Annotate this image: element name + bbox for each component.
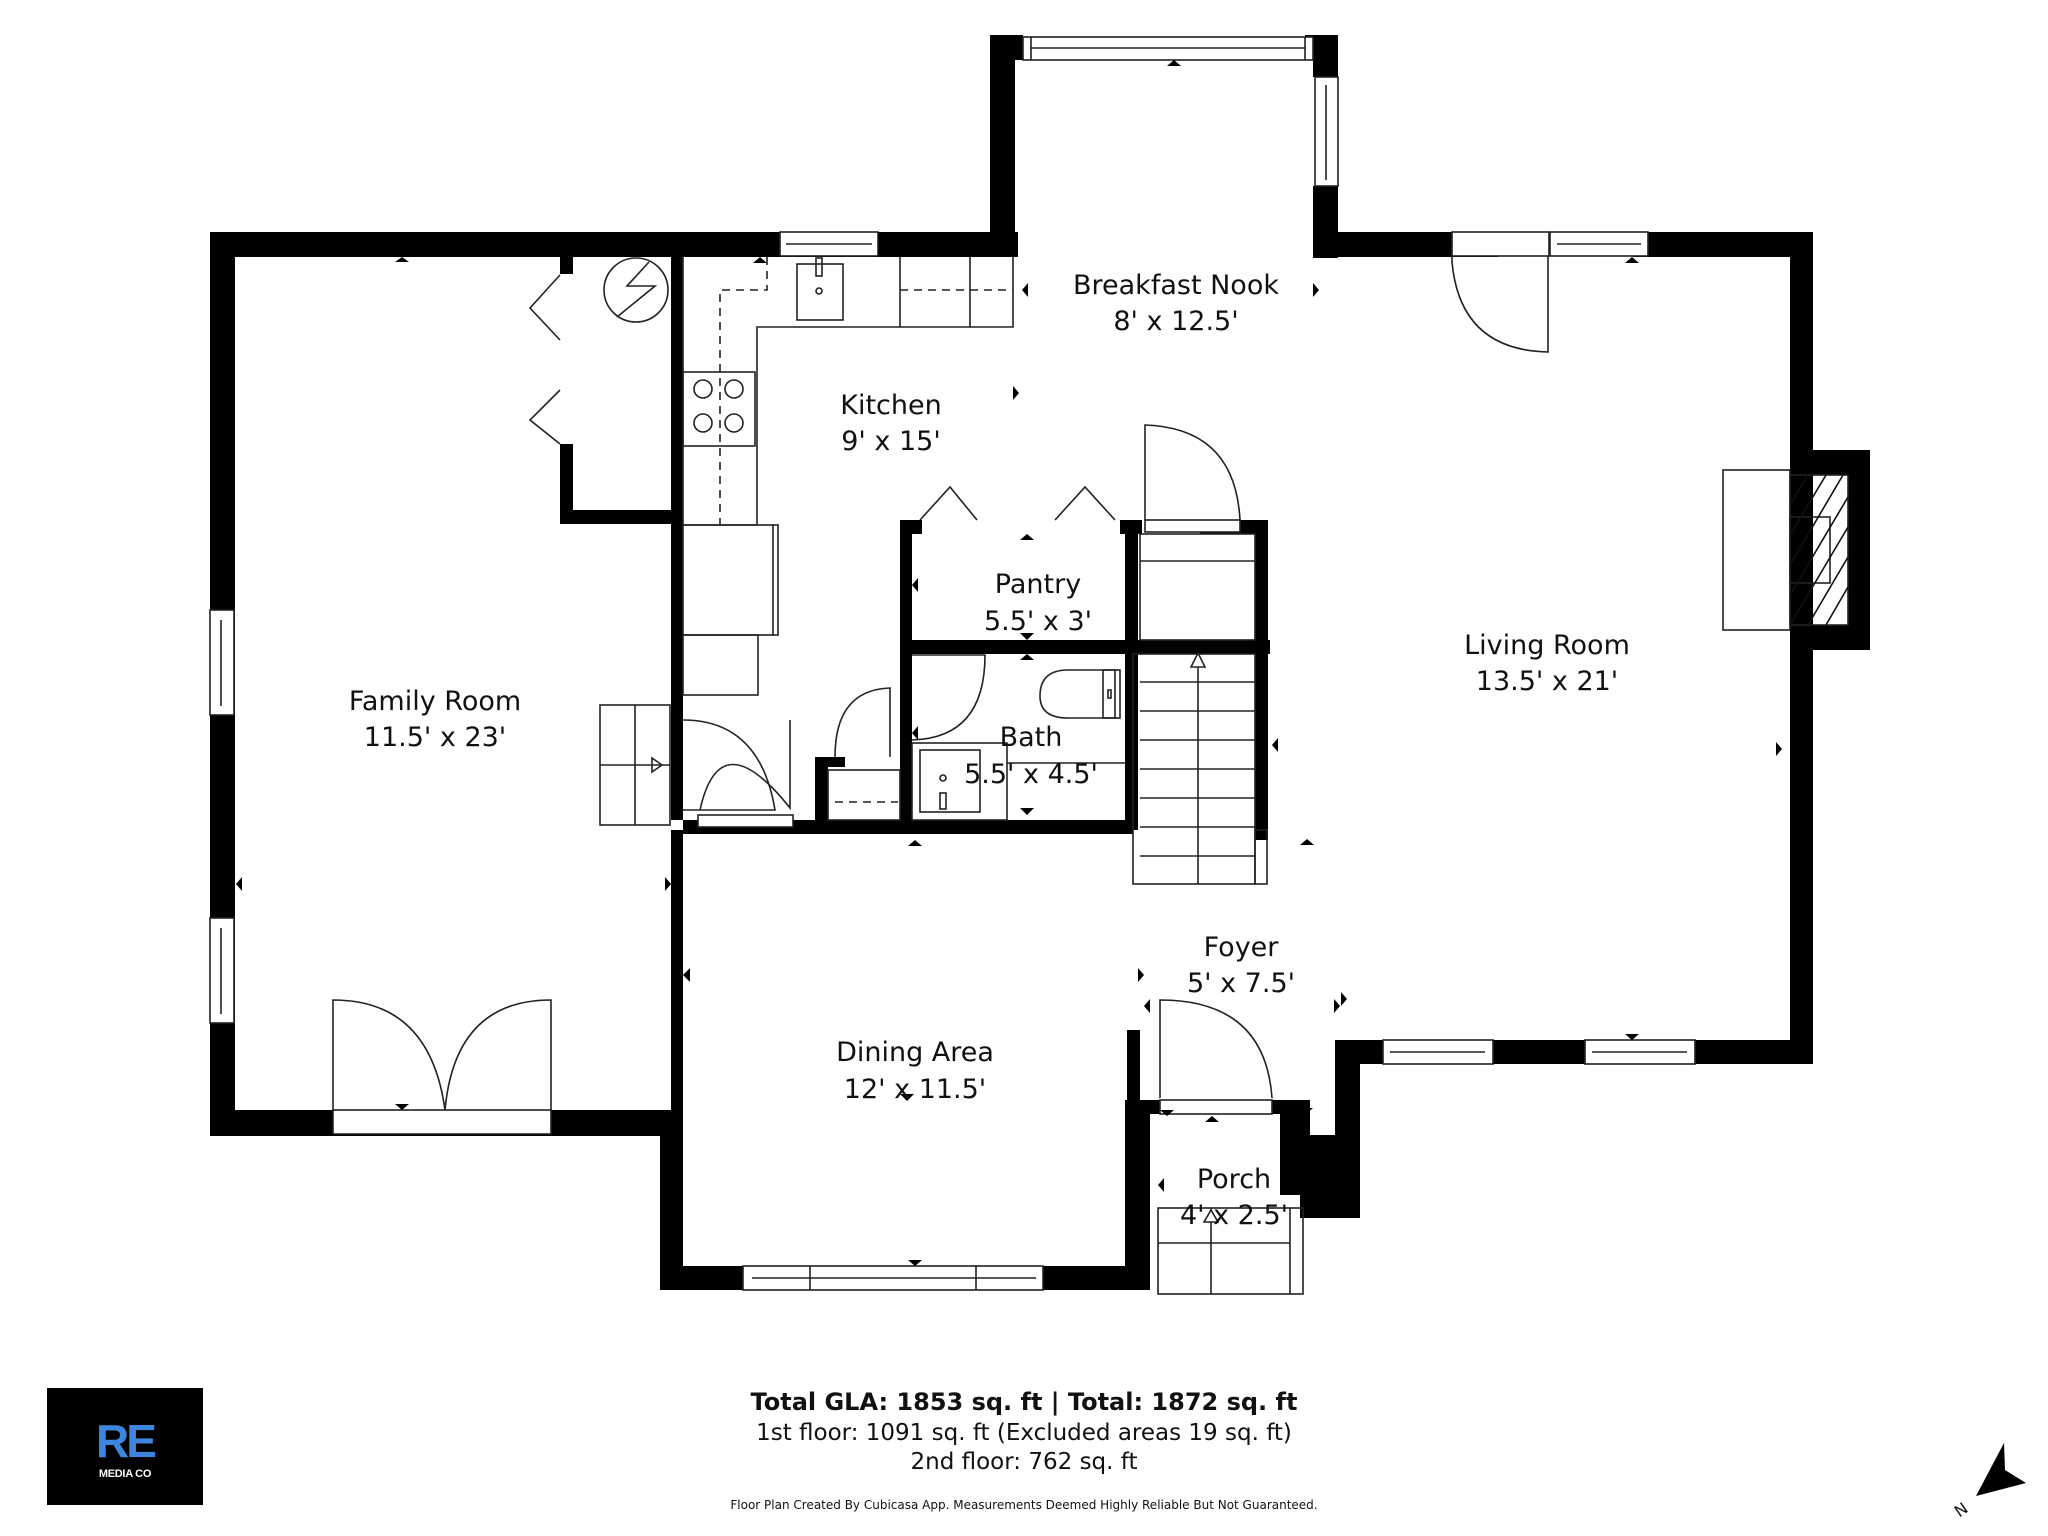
first-floor-area: 1st floor: 1091 sq. ft (Excluded areas 1… (756, 1420, 1292, 1446)
room-dimensions: 5.5' x 4.5' (964, 759, 1098, 790)
fireplace-icon (1722, 469, 1849, 631)
room-name: Living Room (1464, 630, 1630, 661)
second-floor-area: 2nd floor: 762 sq. ft (910, 1449, 1138, 1475)
bath-sink-icon (911, 742, 1125, 821)
room-label-pantry: Pantry 5.5' x 3' (984, 569, 1092, 637)
room-label-dining-area: Dining Area 12' x 11.5' (836, 1037, 994, 1105)
disclaimer: Floor Plan Created By Cubicasa App. Meas… (730, 1498, 1318, 1512)
measurement-markers (236, 60, 1782, 1266)
room-name: Porch (1197, 1164, 1271, 1195)
walls (210, 35, 1870, 1290)
room-dimensions: 5.5' x 3' (984, 606, 1092, 637)
room-label-porch: Porch 4' x 2.5' (1180, 1164, 1288, 1231)
stove-icon (682, 371, 756, 447)
room-dimensions: 8' x 12.5' (1113, 306, 1238, 337)
room-name: Dining Area (836, 1037, 994, 1068)
kitchen-sink-icon (796, 263, 844, 321)
logo-text: MEDIA CO (98, 1468, 152, 1480)
room-label-breakfast-nook: Breakfast Nook 8' x 12.5' (1073, 270, 1279, 337)
water-heater-icon (603, 257, 669, 323)
room-dimensions: 13.5' x 21' (1476, 666, 1618, 697)
windows (209, 36, 1696, 1291)
room-dimensions: 12' x 11.5' (844, 1074, 986, 1105)
room-name: Bath (1000, 722, 1063, 753)
room-dimensions: 4' x 2.5' (1180, 1200, 1288, 1231)
north-arrow-icon: N (1951, 1443, 2026, 1520)
room-name: Breakfast Nook (1073, 270, 1279, 301)
room-label-living-room: Living Room 13.5' x 21' (1464, 630, 1630, 697)
room-dimensions: 5' x 7.5' (1187, 968, 1295, 999)
compass-label: N (1951, 1499, 1972, 1520)
total-area: Total GLA: 1853 sq. ft | Total: 1872 sq.… (750, 1388, 1298, 1416)
room-name: Foyer (1204, 932, 1280, 963)
stairs-icon (1132, 533, 1268, 885)
logo-mark: RE (96, 1415, 157, 1467)
room-dimensions: 9' x 15' (841, 426, 941, 457)
fixtures (599, 257, 1849, 1295)
room-name: Pantry (995, 569, 1081, 600)
room-name: Family Room (349, 686, 521, 717)
room-name: Kitchen (840, 390, 941, 421)
room-label-bath: Bath 5.5' x 4.5' (964, 722, 1098, 790)
room-label-foyer: Foyer 5' x 7.5' (1187, 932, 1295, 999)
room-label-family-room: Family Room 11.5' x 23' (349, 686, 521, 753)
room-label-kitchen: Kitchen 9' x 15' (840, 390, 941, 457)
re-media-co-logo: RE MEDIA CO (47, 1388, 203, 1505)
doors (332, 256, 1549, 1115)
toilet-icon (1039, 669, 1121, 719)
room-dimensions: 11.5' x 23' (364, 722, 506, 753)
porch-steps-icon (1157, 1207, 1304, 1295)
